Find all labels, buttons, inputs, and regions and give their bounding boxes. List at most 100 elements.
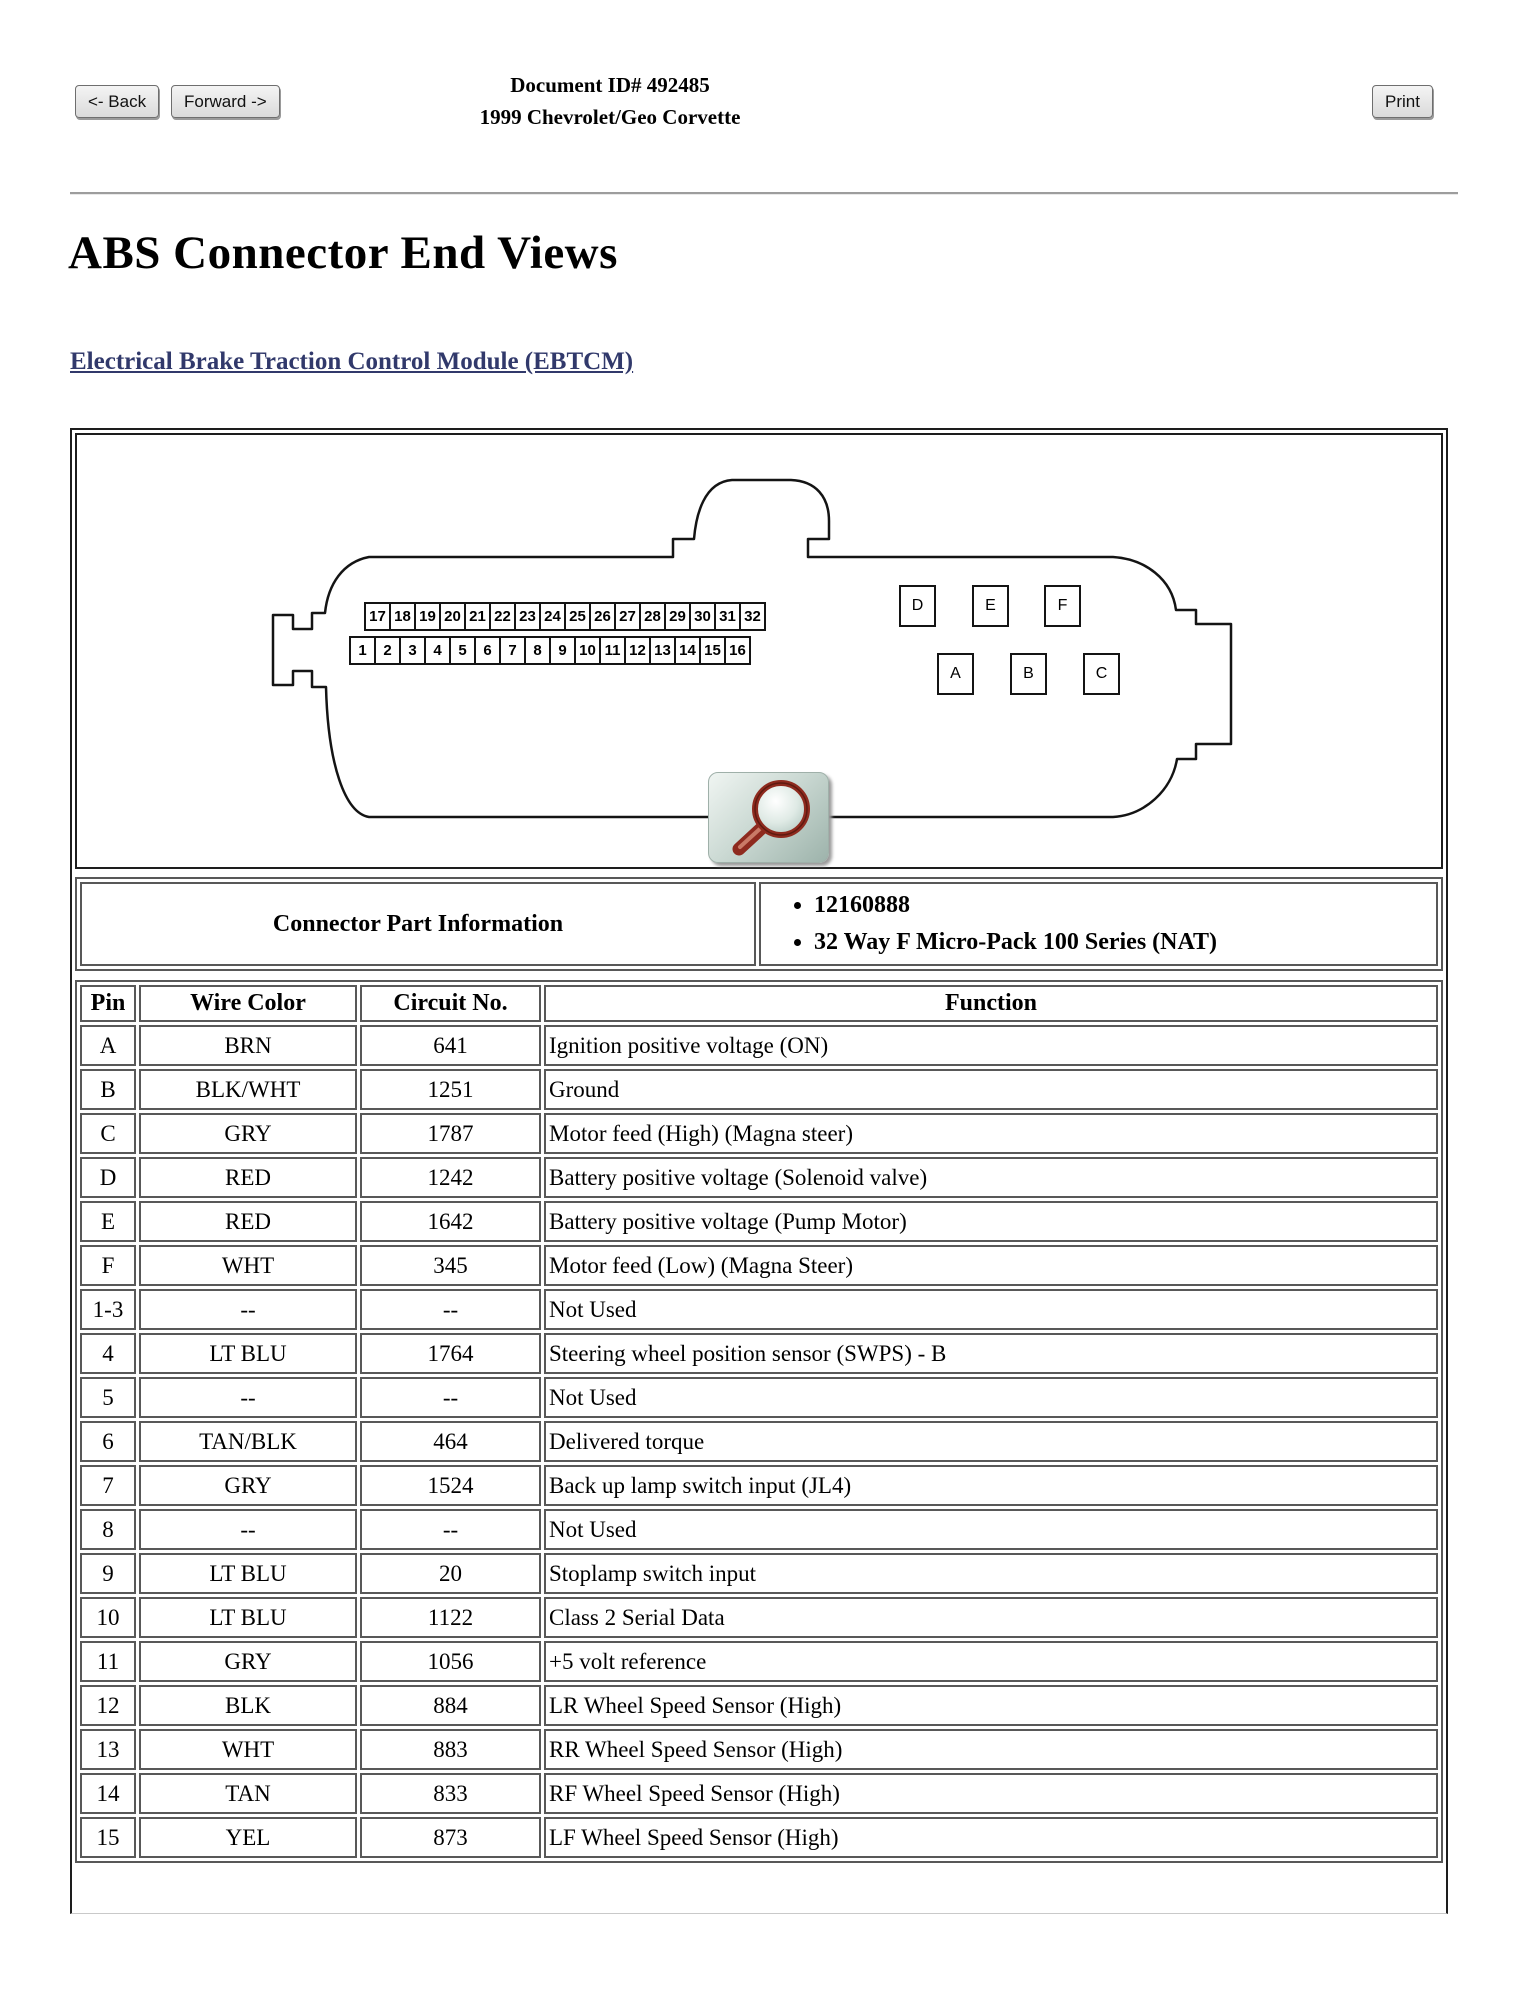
pin-cavity-29: 29 <box>664 602 691 631</box>
cell-pin: C <box>80 1113 136 1155</box>
pin-cavity-E: E <box>972 585 1009 627</box>
pin-cavity-24: 24 <box>539 602 566 631</box>
pin-cavity-10: 10 <box>574 636 601 665</box>
cell-circuit-no: -- <box>360 1289 541 1331</box>
cell-function: LR Wheel Speed Sensor (High) <box>544 1685 1438 1727</box>
cell-circuit-no: 1122 <box>360 1597 541 1639</box>
cell-wire-color: GRY <box>139 1465 357 1507</box>
pin-cavity-1: 1 <box>349 636 376 665</box>
pinout-row-1-3: 1-3----Not Used <box>80 1289 1438 1331</box>
connector-outline-drawing <box>271 478 1233 819</box>
pin-cavity-16: 16 <box>724 636 751 665</box>
cell-circuit-no: -- <box>360 1377 541 1419</box>
part-info-label: Connector Part Information <box>80 882 756 967</box>
cell-circuit-no: 1787 <box>360 1113 541 1155</box>
cell-wire-color: BLK/WHT <box>139 1069 357 1111</box>
pin-cavity-25: 25 <box>564 602 591 631</box>
document-id: Document ID# 492485 <box>510 73 710 97</box>
cell-pin: 15 <box>80 1817 136 1859</box>
pin-cavity-31: 31 <box>714 602 741 631</box>
pinout-header-row: Pin Wire Color Circuit No. Function <box>80 985 1438 1023</box>
cell-circuit-no: 1764 <box>360 1333 541 1375</box>
cell-function: RR Wheel Speed Sensor (High) <box>544 1729 1438 1771</box>
pin-cavity-2: 2 <box>374 636 401 665</box>
cell-wire-color: WHT <box>139 1245 357 1287</box>
cell-function: Ignition positive voltage (ON) <box>544 1025 1438 1067</box>
pin-cavity-14: 14 <box>674 636 701 665</box>
cell-circuit-no: 1056 <box>360 1641 541 1683</box>
cell-wire-color: RED <box>139 1157 357 1199</box>
cell-function: Ground <box>544 1069 1438 1111</box>
header-wire-color: Wire Color <box>139 985 357 1023</box>
pin-cavity-A: A <box>937 653 974 695</box>
cell-circuit-no: 345 <box>360 1245 541 1287</box>
back-button[interactable]: <- Back <box>75 85 160 118</box>
cell-function: LF Wheel Speed Sensor (High) <box>544 1817 1438 1859</box>
cell-pin: B <box>80 1069 136 1111</box>
cell-wire-color: TAN/BLK <box>139 1421 357 1463</box>
pin-cavity-6: 6 <box>474 636 501 665</box>
cell-pin: D <box>80 1157 136 1199</box>
pin-cavity-F: F <box>1044 585 1081 627</box>
cell-function: +5 volt reference <box>544 1641 1438 1683</box>
cell-function: Stoplamp switch input <box>544 1553 1438 1595</box>
pin-cavity-28: 28 <box>639 602 666 631</box>
cell-function: Motor feed (High) (Magna steer) <box>544 1113 1438 1155</box>
cell-circuit-no: 1524 <box>360 1465 541 1507</box>
cell-pin: 9 <box>80 1553 136 1595</box>
ebtcm-link[interactable]: Electrical Brake Traction Control Module… <box>70 348 634 375</box>
cell-function: Battery positive voltage (Pump Motor) <box>544 1201 1438 1243</box>
cell-wire-color: WHT <box>139 1729 357 1771</box>
pin-cavity-22: 22 <box>489 602 516 631</box>
cell-function: Class 2 Serial Data <box>544 1597 1438 1639</box>
cell-circuit-no: 1242 <box>360 1157 541 1199</box>
cell-function: Not Used <box>544 1509 1438 1551</box>
cell-pin: 10 <box>80 1597 136 1639</box>
connector-body-outline <box>271 478 1233 819</box>
pin-cavity-12: 12 <box>624 636 651 665</box>
pin-cavity-13: 13 <box>649 636 676 665</box>
print-button[interactable]: Print <box>1372 85 1433 118</box>
cell-wire-color: BRN <box>139 1025 357 1067</box>
cell-pin: 11 <box>80 1641 136 1683</box>
pin-cavity-4: 4 <box>424 636 451 665</box>
cell-wire-color: TAN <box>139 1773 357 1815</box>
pin-cavity-9: 9 <box>549 636 576 665</box>
cell-pin: 8 <box>80 1509 136 1551</box>
cell-pin: 12 <box>80 1685 136 1727</box>
cell-pin: 13 <box>80 1729 136 1771</box>
vehicle-name: 1999 Chevrolet/Geo Corvette <box>479 104 741 129</box>
cell-function: Steering wheel position sensor (SWPS) - … <box>544 1333 1438 1375</box>
forward-button[interactable]: Forward -> <box>171 85 280 118</box>
pin-cavity-27: 27 <box>614 602 641 631</box>
cell-pin: F <box>80 1245 136 1287</box>
part-info-bullet-0: 12160888 <box>814 887 1435 924</box>
cell-wire-color: -- <box>139 1289 357 1331</box>
pin-cavity-19: 19 <box>414 602 441 631</box>
pin-cavity-23: 23 <box>514 602 541 631</box>
zoom-diagram-button[interactable] <box>708 772 829 863</box>
horizontal-rule <box>70 192 1458 195</box>
cell-pin: E <box>80 1201 136 1243</box>
cell-circuit-no: 884 <box>360 1685 541 1727</box>
part-info-bullet-1: 32 Way F Micro-Pack 100 Series (NAT) <box>814 924 1435 961</box>
cell-pin: A <box>80 1025 136 1067</box>
magnifier-icon <box>732 780 810 856</box>
pin-cavity-18: 18 <box>389 602 416 631</box>
cell-wire-color: LT BLU <box>139 1553 357 1595</box>
cell-function: Delivered torque <box>544 1421 1438 1463</box>
cell-function: Battery positive voltage (Solenoid valve… <box>544 1157 1438 1199</box>
cell-wire-color: BLK <box>139 1685 357 1727</box>
pin-cavity-D: D <box>899 585 936 627</box>
